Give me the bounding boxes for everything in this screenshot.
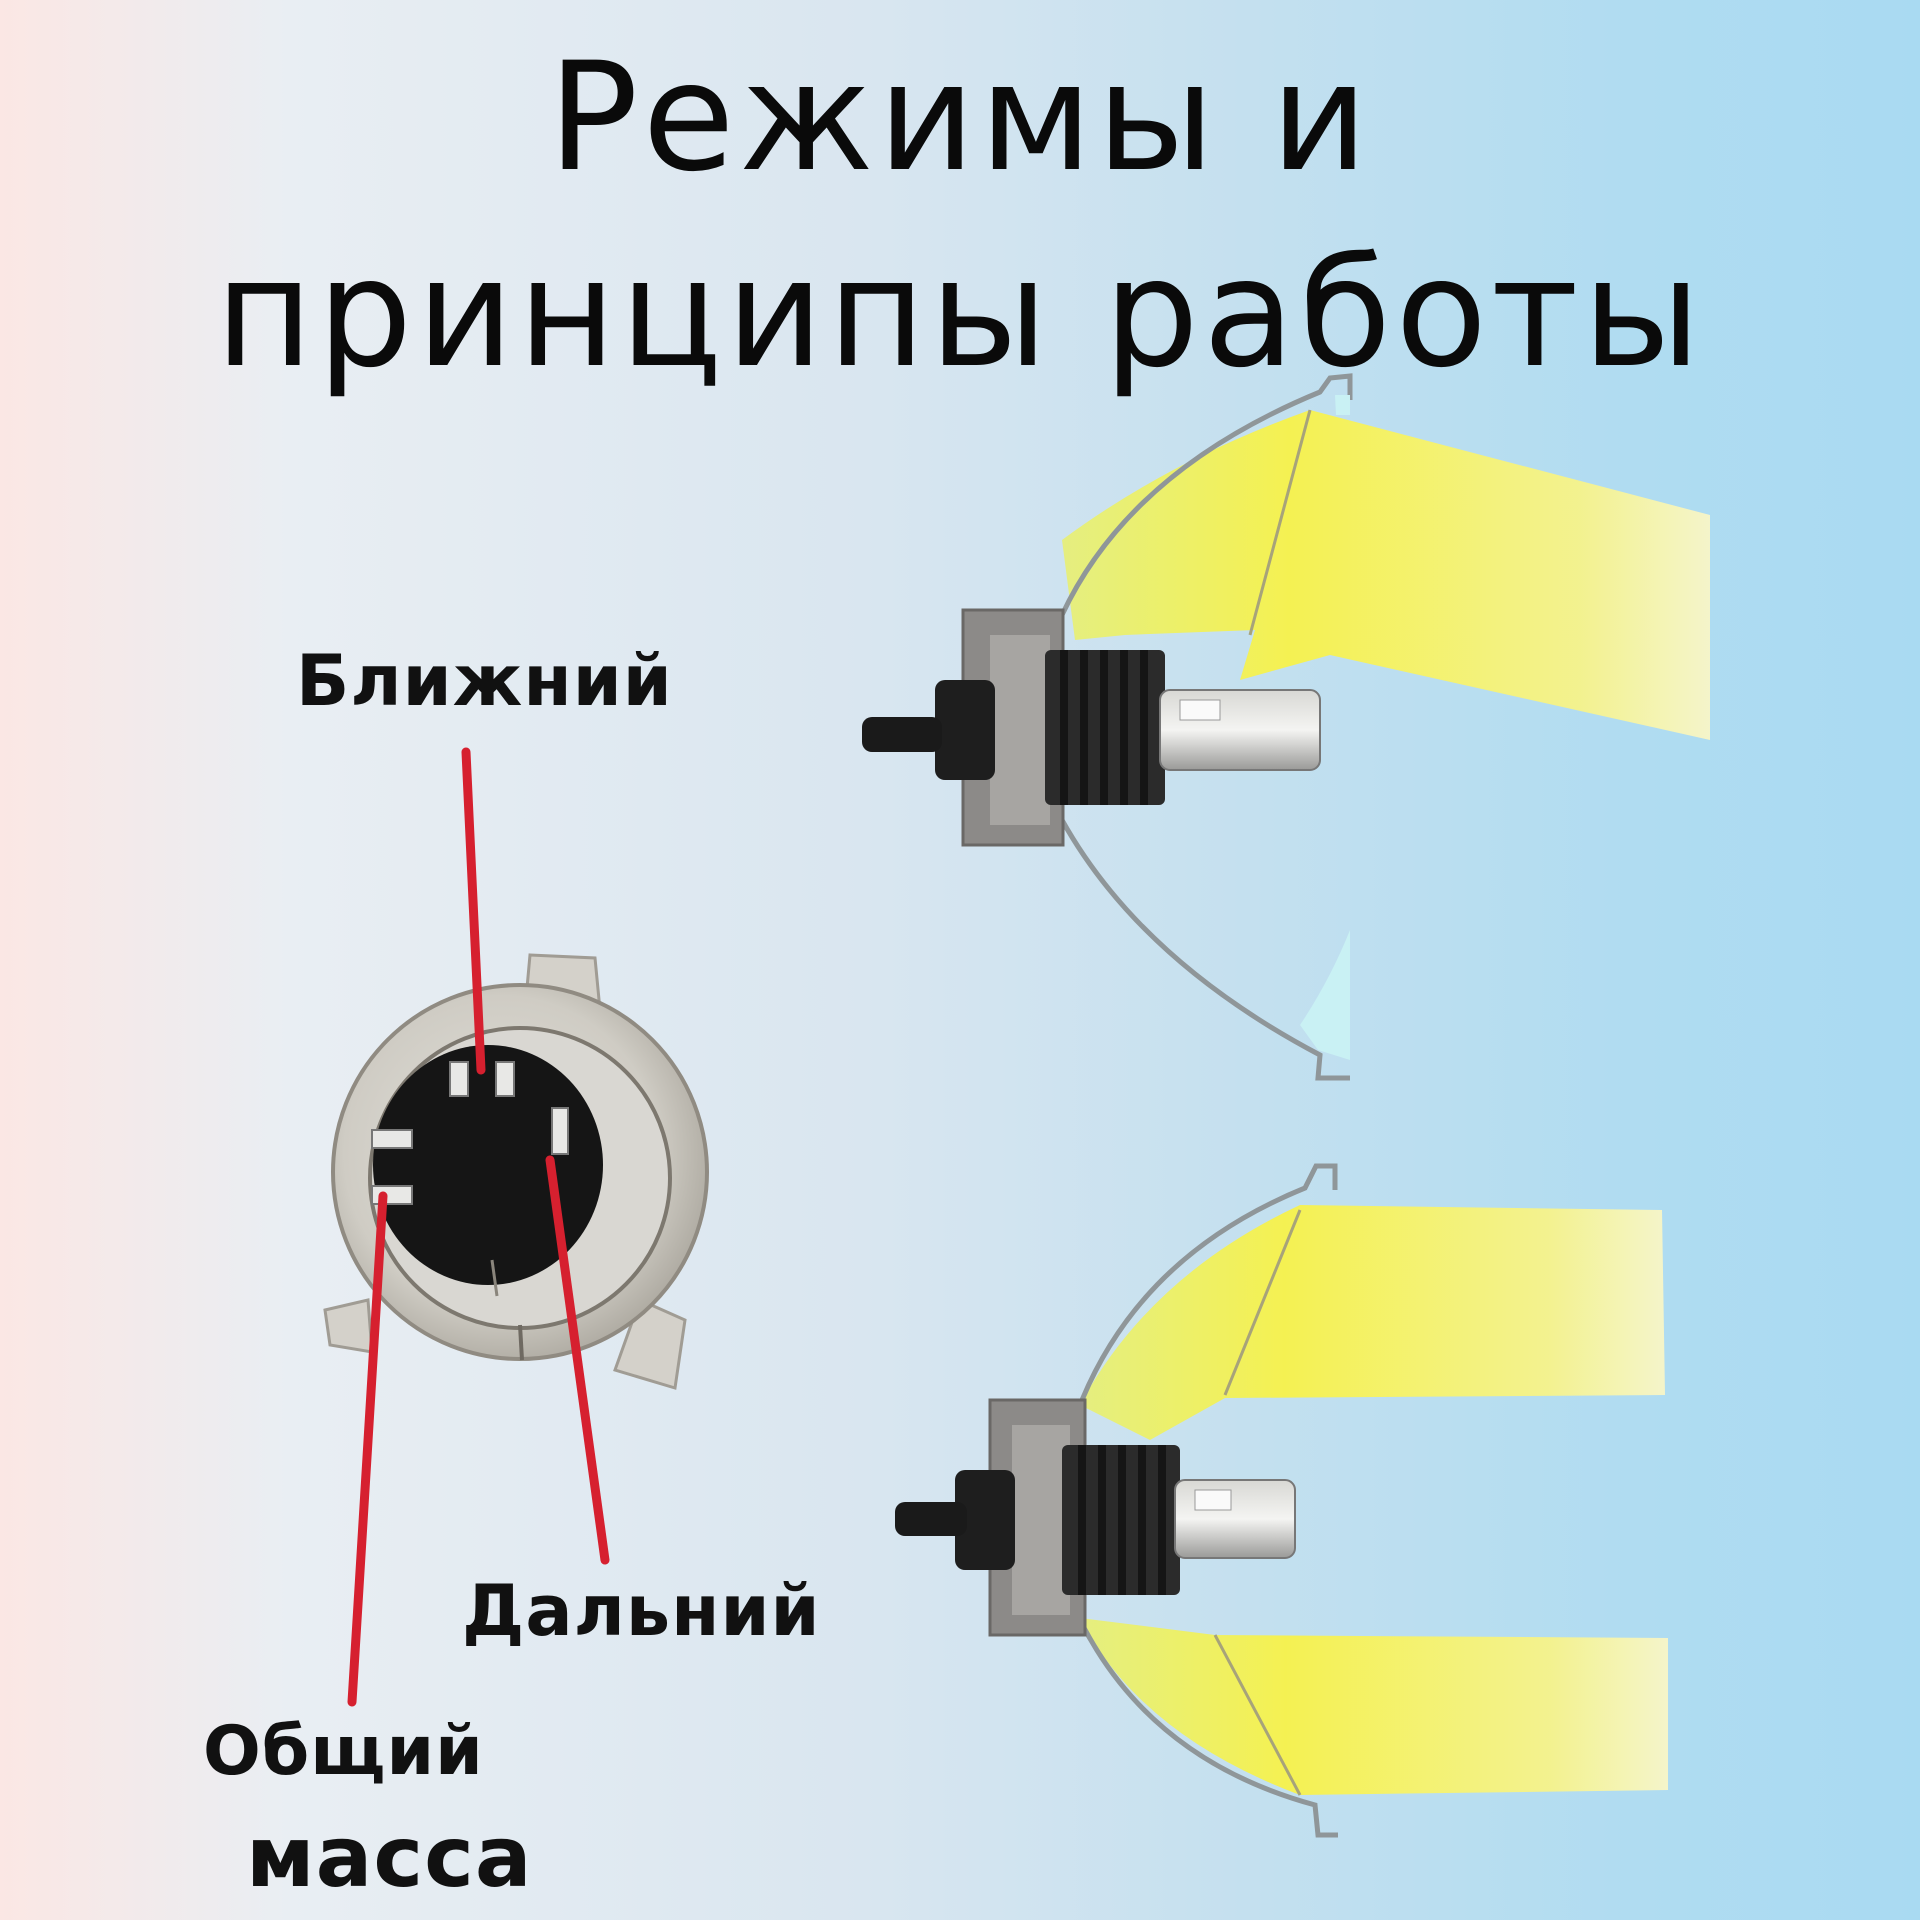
connector-socket — [325, 955, 707, 1388]
label-ground: масса — [246, 1808, 533, 1906]
label-common: Общий — [203, 1712, 484, 1791]
label-high-beam: Дальний — [462, 1570, 821, 1652]
label-low-beam: Ближний — [296, 640, 673, 722]
headlamp-high-beam — [895, 1166, 1668, 1835]
headlamp-low-beam — [862, 376, 1710, 1078]
